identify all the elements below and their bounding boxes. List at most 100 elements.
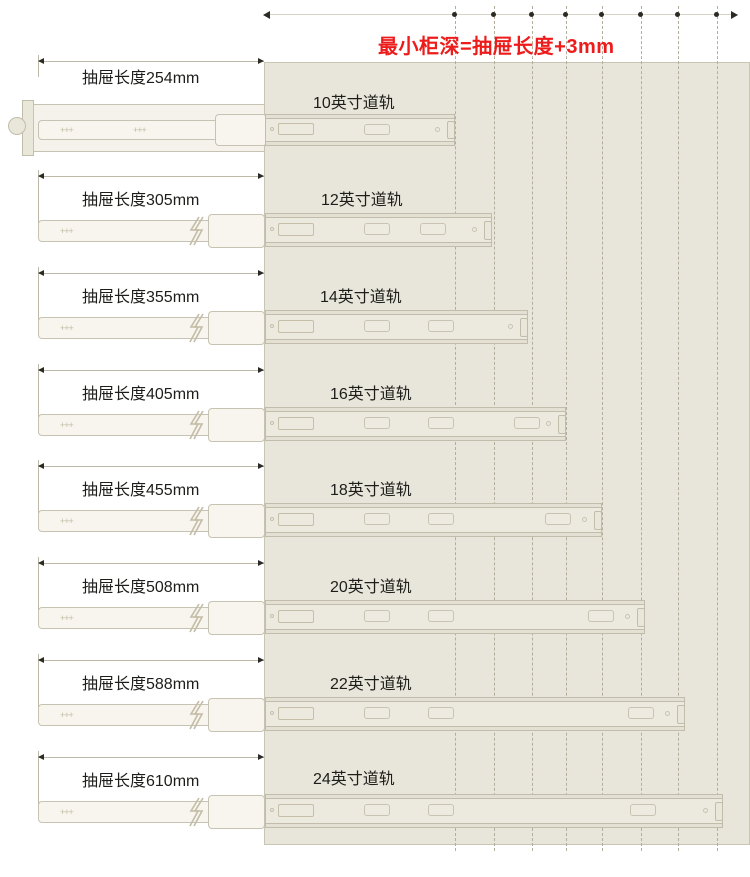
break-symbol	[189, 700, 204, 730]
drawer-member-coupler	[208, 795, 265, 829]
dimension-extension-line	[38, 654, 39, 716]
rail-mounting-slot	[364, 610, 390, 622]
rail-release-lever	[278, 610, 314, 623]
drawer-length-dimension	[38, 370, 264, 371]
rail-mounting-hole	[625, 614, 630, 619]
rivet-marks: +++	[60, 710, 74, 720]
rail-mounting-slot	[628, 707, 654, 719]
slide-rail-body	[265, 604, 645, 630]
depth-tick-dot	[563, 12, 568, 17]
depth-guide-line	[566, 6, 567, 851]
dimension-extension-line	[38, 170, 39, 232]
rivet-marks: +++	[60, 807, 74, 817]
dimension-arrow-left	[38, 270, 44, 276]
rail-pivot-dot	[270, 227, 274, 231]
rail-pivot-dot	[270, 421, 274, 425]
rail-size-label: 10英寸道轨	[313, 95, 395, 112]
rail-mounting-slot	[364, 124, 390, 135]
drawer-length-dimension	[38, 563, 264, 564]
rail-mounting-slot	[428, 707, 454, 719]
rail-mounting-slot	[364, 320, 390, 332]
rail-mounting-slot	[428, 610, 454, 622]
drawer-length-label: 抽屉长度508mm	[82, 579, 200, 596]
rail-release-lever	[278, 804, 314, 817]
drawer-length-label: 抽屉长度405mm	[82, 386, 200, 403]
depth-tick-dot	[491, 12, 496, 17]
break-symbol	[189, 603, 204, 633]
rail-pivot-dot	[270, 127, 274, 131]
slide-rail-body	[265, 314, 528, 340]
rail-release-lever	[278, 123, 314, 135]
dimension-arrow-right	[258, 560, 264, 566]
rail-end-cap	[677, 705, 685, 724]
rail-mounting-slot	[420, 223, 446, 235]
drawer-length-dimension	[38, 61, 264, 62]
rivet-marks: +++	[133, 125, 147, 135]
rail-mounting-slot	[364, 513, 390, 525]
drawer-length-label: 抽屉长度305mm	[82, 192, 200, 209]
dimension-arrow-right	[258, 270, 264, 276]
drawer-length-label: 抽屉长度610mm	[82, 773, 200, 790]
slide-rail-body	[265, 701, 685, 727]
rail-pivot-dot	[270, 808, 274, 812]
rail-mounting-hole	[472, 227, 477, 232]
drawer-length-dimension	[38, 660, 264, 661]
dimension-arrow-left	[38, 173, 44, 179]
rail-size-label: 24英寸道轨	[313, 771, 395, 788]
rail-mounting-slot	[428, 417, 454, 429]
dimension-extension-line	[38, 557, 39, 619]
break-symbol	[189, 216, 204, 246]
overall-depth-dimension-line	[264, 14, 738, 15]
drawer-length-label: 抽屉长度455mm	[82, 482, 200, 499]
dimension-arrow-right	[258, 173, 264, 179]
rivet-marks: +++	[60, 323, 74, 333]
rail-size-label: 12英寸道轨	[321, 192, 403, 209]
drawer-member-coupler	[208, 214, 265, 248]
rail-end-cap	[558, 415, 566, 434]
depth-guide-line	[717, 6, 718, 851]
rail-mounting-slot	[630, 804, 656, 816]
rail-release-lever	[278, 320, 314, 333]
break-symbol	[189, 506, 204, 536]
dimension-arrow-right	[731, 11, 738, 19]
rail-mounting-hole	[508, 324, 513, 329]
rail-mounting-slot	[364, 707, 390, 719]
depth-tick-dot	[638, 12, 643, 17]
rail-mounting-slot	[364, 223, 390, 235]
dimension-extension-line	[38, 460, 39, 522]
rail-mounting-slot	[364, 804, 390, 816]
dimension-arrow-left	[38, 367, 44, 373]
headline-formula: 最小柜深=抽屉长度+3mm	[378, 36, 615, 58]
rail-size-label: 18英寸道轨	[330, 482, 412, 499]
rail-mounting-slot	[428, 320, 454, 332]
drawer-member-coupler	[208, 601, 265, 635]
rail-pivot-dot	[270, 614, 274, 618]
dimension-arrow-left	[38, 58, 44, 64]
depth-tick-dot	[714, 12, 719, 17]
rail-mounting-hole	[703, 808, 708, 813]
rail-size-label: 20英寸道轨	[330, 579, 412, 596]
rail-mounting-hole	[546, 421, 551, 426]
rail-pivot-dot	[270, 711, 274, 715]
drawer-member-coupler	[208, 504, 265, 538]
rivet-marks: +++	[60, 125, 74, 135]
rail-end-cap	[520, 318, 528, 337]
rail-end-cap	[484, 221, 492, 240]
dimension-arrow-left	[38, 560, 44, 566]
rail-release-lever	[278, 417, 314, 430]
drawer-length-label: 抽屉长度355mm	[82, 289, 200, 306]
drawer-front-knob	[8, 117, 26, 135]
drawer-length-label: 抽屉长度588mm	[82, 676, 200, 693]
drawer-length-dimension	[38, 757, 264, 758]
rail-mounting-hole	[665, 711, 670, 716]
drawer-length-dimension	[38, 176, 264, 177]
dimension-extension-line	[38, 55, 39, 77]
dimension-extension-line	[38, 267, 39, 329]
drawer-member-coupler	[208, 408, 265, 442]
rail-mounting-hole	[582, 517, 587, 522]
rail-release-lever	[278, 223, 314, 236]
rail-size-label: 22英寸道轨	[330, 676, 412, 693]
rail-mounting-slot	[588, 610, 614, 622]
depth-tick-dot	[599, 12, 604, 17]
